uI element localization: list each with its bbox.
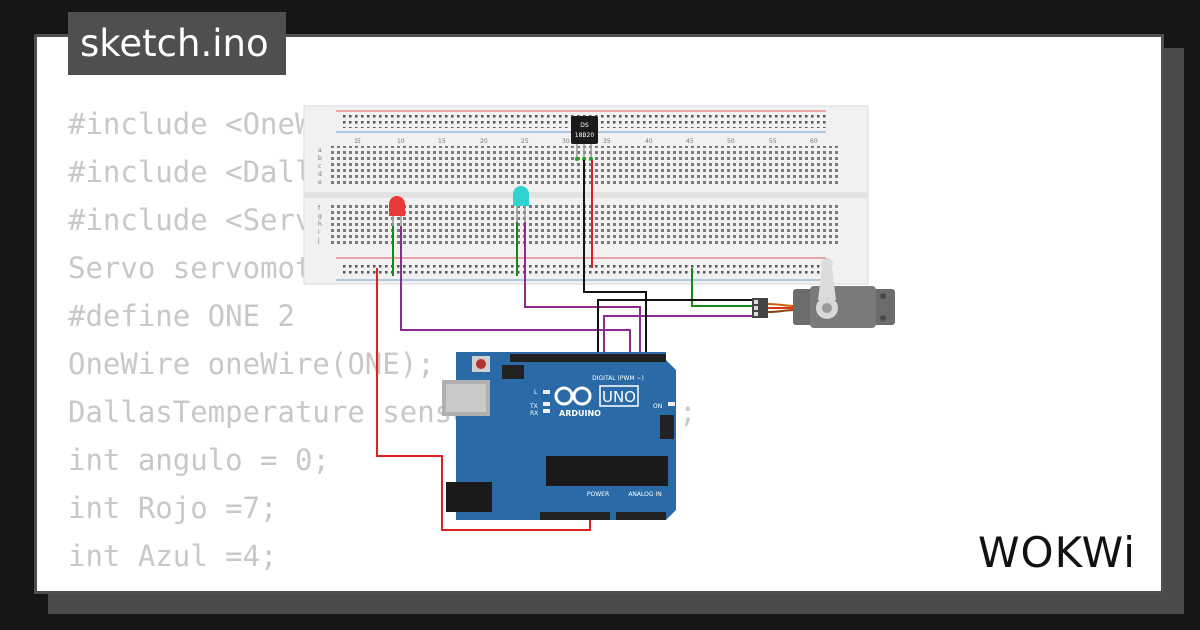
col-number: 30 [562,138,570,145]
file-tab[interactable]: sketch.ino [68,12,286,75]
led-red[interactable] [389,196,405,226]
arduino-model: UNO [602,388,636,406]
code-line: int Rojo =7; [68,491,278,525]
wokwi-logo: WOKWi [978,528,1136,577]
col-number: 10 [397,138,405,145]
code-line: OneWire oneWire(ONE); [68,347,435,381]
col-number: 20 [480,138,488,145]
col-number: 35 [603,138,611,145]
row-letter: j [317,237,320,244]
on-label: ON [653,403,662,410]
row-letter: d [318,171,322,178]
sensor-label-line1: DS [580,122,589,129]
row-letter: b [318,155,322,162]
row-letter: a [318,147,322,154]
col-number: 55 [769,138,777,145]
row-letter: f [318,205,321,212]
col-number: 50 [727,138,735,145]
code-line: #define ONE 2 [68,299,295,333]
col-number: 45 [686,138,694,145]
row-letter: e [318,179,322,186]
led-cyan[interactable] [513,186,529,222]
col-number: 40 [645,138,653,145]
analog-label: ANALOG IN [628,491,661,498]
row-letter: g [318,213,322,220]
arduino-uno-board[interactable]: UNO ARDUINO DIGITAL (PWM ~) ANALOG IN PO… [442,352,676,520]
col-number: 15 [438,138,446,145]
tx-label: TX [529,403,538,410]
row-letter: i [318,229,320,236]
digital-label: DIGITAL (PWM ~) [592,375,644,382]
rx-label: RX [530,410,538,417]
code-line: int angulo = 0; [68,443,330,477]
col-number: 5 [357,138,361,145]
row-letter: c [318,163,321,170]
col-number: 1 [354,138,358,145]
sensor-label-line2: 18B20 [575,132,595,139]
arduino-brand: ARDUINO [559,409,601,418]
power-label: POWER [587,491,609,498]
col-number: 60 [810,138,818,145]
row-letter: h [318,221,322,228]
col-number: 25 [521,138,529,145]
servo-motor[interactable] [752,258,895,328]
l-label: L [534,389,538,396]
code-line: int Azul =4; [68,539,278,573]
